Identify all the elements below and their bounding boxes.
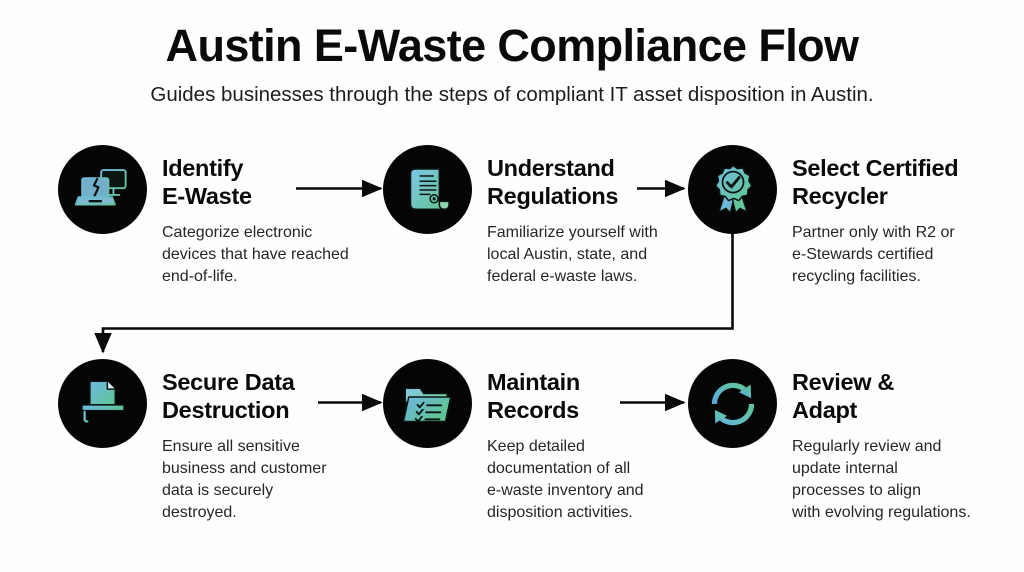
step-title: Maintain Records xyxy=(487,369,580,423)
step-title: Secure Data Destruction xyxy=(162,369,295,423)
step-description: Categorize electronic devices that have … xyxy=(162,224,349,286)
broken-laptop-monitor-icon xyxy=(74,161,132,219)
step-description: Familiarize yourself with local Austin, … xyxy=(487,224,658,286)
step-icon-circle xyxy=(688,145,777,234)
step-text-block: Review & Adapt Regularly review and upda… xyxy=(792,369,1017,524)
step-title: Identify E-Waste xyxy=(162,155,252,209)
step-text-block: Secure Data Destruction Ensure all sensi… xyxy=(162,369,372,524)
step-title: Review & Adapt xyxy=(792,369,895,423)
step-text-block: Maintain Records Keep detailed documenta… xyxy=(487,369,712,524)
step-text-block: Select Certified Recycler Partner only w… xyxy=(792,155,1017,288)
step-title: Select Certified Recycler xyxy=(792,155,959,209)
step-text-block: Identify E-Waste Categorize electronic d… xyxy=(162,155,372,288)
step-text-block: Understand Regulations Familiarize yours… xyxy=(487,155,712,288)
legal-scroll-document-icon xyxy=(400,162,456,218)
step-title: Understand Regulations xyxy=(487,155,619,209)
step-description: Partner only with R2 or e-Stewards certi… xyxy=(792,224,955,286)
folder-checklist-icon xyxy=(400,376,456,432)
step-description: Keep detailed documentation of all e-was… xyxy=(487,438,644,522)
step-description: Ensure all sensitive business and custom… xyxy=(162,438,327,522)
step-icon-circle xyxy=(58,145,147,234)
step-description: Regularly review and update internal pro… xyxy=(792,438,971,522)
step-icon-circle xyxy=(58,359,147,448)
step-icon-circle xyxy=(383,359,472,448)
certified-award-badge-icon xyxy=(705,162,761,218)
page-subtitle: Guides businesses through the steps of c… xyxy=(150,82,874,106)
step-icon-circle xyxy=(688,359,777,448)
page-title: Austin E-Waste Compliance Flow xyxy=(165,20,860,71)
circular-refresh-arrows-icon xyxy=(706,377,760,431)
paper-shredder-icon xyxy=(75,376,131,432)
header: Austin E-Waste Compliance Flow Guides bu… xyxy=(0,20,1024,107)
step-icon-circle xyxy=(383,145,472,234)
